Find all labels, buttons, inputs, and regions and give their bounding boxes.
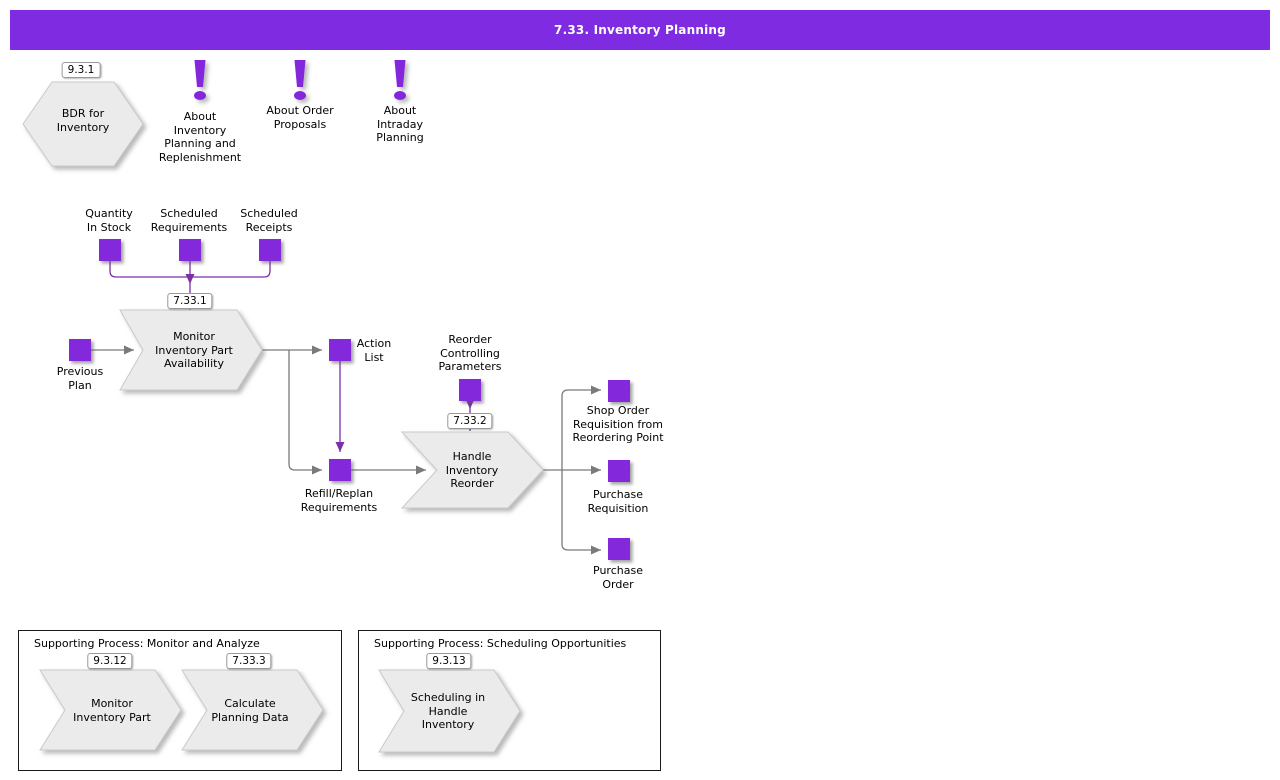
monitor-inventory-part-shape[interactable] <box>39 669 182 751</box>
monitor-inventory-part-availability-shape[interactable] <box>119 309 263 391</box>
reorder-controlling-parameters-node[interactable] <box>459 379 481 401</box>
exclamation-icon[interactable] <box>194 60 206 100</box>
shop-order-requisition-label: Shop Order Requisition from Reordering P… <box>572 404 664 444</box>
calculate-planning-data-shape[interactable] <box>181 669 324 751</box>
supporting-process-box-monitor-and-analyze <box>18 630 342 771</box>
badge-7-33-2: 7.33.2 <box>447 413 493 429</box>
connector-handle-to-purchase-order <box>561 470 601 555</box>
calculate-planning-data-label: Calculate Planning Data <box>211 697 289 724</box>
page-title: 7.33. Inventory Planning <box>554 23 726 37</box>
badge-7-33-1: 7.33.1 <box>167 293 213 309</box>
badge-9-3-12: 9.3.12 <box>87 653 133 669</box>
bdr-for-inventory-label: BDR for Inventory <box>56 107 110 134</box>
scheduled-receipts-node[interactable] <box>259 239 281 261</box>
supporting-process-title-monitor-and-analyze: Supporting Process: Monitor and Analyze <box>34 637 260 650</box>
previous-plan-node[interactable] <box>69 339 91 361</box>
handle-inventory-reorder-label: Handle Inventory Reorder <box>445 450 499 490</box>
scheduled-receipts-label: Scheduled Receipts <box>240 207 298 234</box>
badge-9-3-1: 9.3.1 <box>61 62 101 78</box>
exclamation-icon[interactable] <box>294 60 306 100</box>
badge-9-3-13: 9.3.13 <box>426 653 472 669</box>
purchase-order-label: Purchase Order <box>593 564 643 591</box>
scheduled-requirements-label: Scheduled Requirements <box>150 207 228 234</box>
connector-handle-to-shop-order-requisition <box>561 385 601 470</box>
scheduling-in-handle-inventory-shape[interactable] <box>378 669 521 753</box>
monitor-inventory-part-availability-label: Monitor Inventory Part Availability <box>155 330 233 370</box>
page-header-bar: 7.33. Inventory Planning <box>10 10 1270 50</box>
exclamation-icon[interactable] <box>394 60 406 100</box>
supporting-process-title-scheduling-opportunities: Supporting Process: Scheduling Opportuni… <box>374 637 627 650</box>
action-list-node[interactable] <box>329 339 351 361</box>
purchase-requisition-node[interactable] <box>608 460 630 482</box>
purchase-requisition-label: Purchase Requisition <box>587 488 649 515</box>
scheduled-requirements-node[interactable] <box>179 239 201 261</box>
handle-inventory-reorder-shape[interactable] <box>400 431 544 509</box>
about-intraday-planning-label: About Intraday Planning <box>376 104 424 144</box>
bdr-for-inventory-hexagon[interactable] <box>22 81 144 167</box>
previous-plan-label: Previous Plan <box>56 365 104 392</box>
connector-monitor-to-refill <box>288 350 322 475</box>
supporting-process-box-scheduling-opportunities <box>358 630 661 771</box>
scheduling-in-handle-inventory-label: Scheduling in Handle Inventory <box>410 691 486 731</box>
refill-replan-requirements-label: Refill/Replan Requirements <box>300 487 378 514</box>
purchase-order-node[interactable] <box>608 538 630 560</box>
monitor-inventory-part-label: Monitor Inventory Part <box>73 697 151 724</box>
shop-order-requisition-node[interactable] <box>608 380 630 402</box>
quantity-in-stock-label: Quantity In Stock <box>85 207 133 234</box>
about-order-proposals-label: About Order Proposals <box>266 104 334 131</box>
quantity-in-stock-node[interactable] <box>99 239 121 261</box>
badge-7-33-3: 7.33.3 <box>226 653 272 669</box>
action-list-label: Action List <box>356 337 392 364</box>
reorder-controlling-parameters-label: Reorder Controlling Parameters <box>438 333 502 373</box>
refill-replan-requirements-node[interactable] <box>329 459 351 481</box>
about-inventory-planning-label: About Inventory Planning and Replenishme… <box>158 110 242 164</box>
